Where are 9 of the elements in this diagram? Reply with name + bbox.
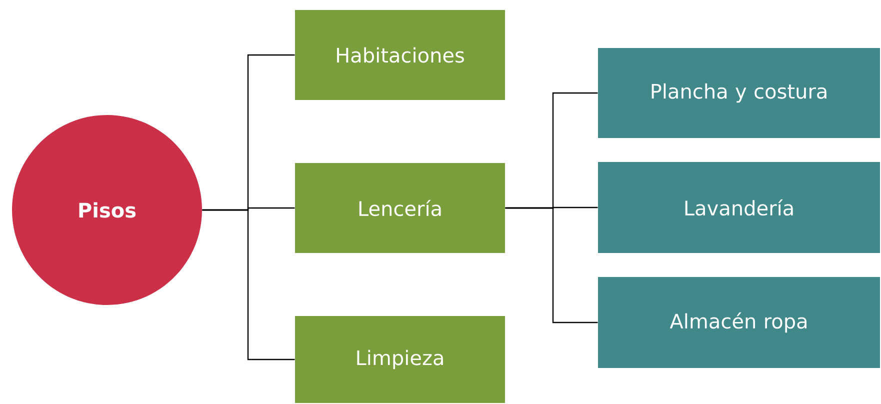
process-box: Lencería	[295, 163, 505, 253]
process-box: Almacén ropa	[598, 277, 880, 368]
process-box: Plancha y costura	[598, 48, 880, 138]
process-box: Lavandería	[598, 162, 880, 253]
connector	[202, 209, 295, 360]
process-box: Limpieza	[295, 316, 505, 403]
circle-node: Pisos	[12, 115, 202, 305]
process-box: Habitaciones	[295, 10, 505, 100]
connector	[505, 207, 598, 324]
